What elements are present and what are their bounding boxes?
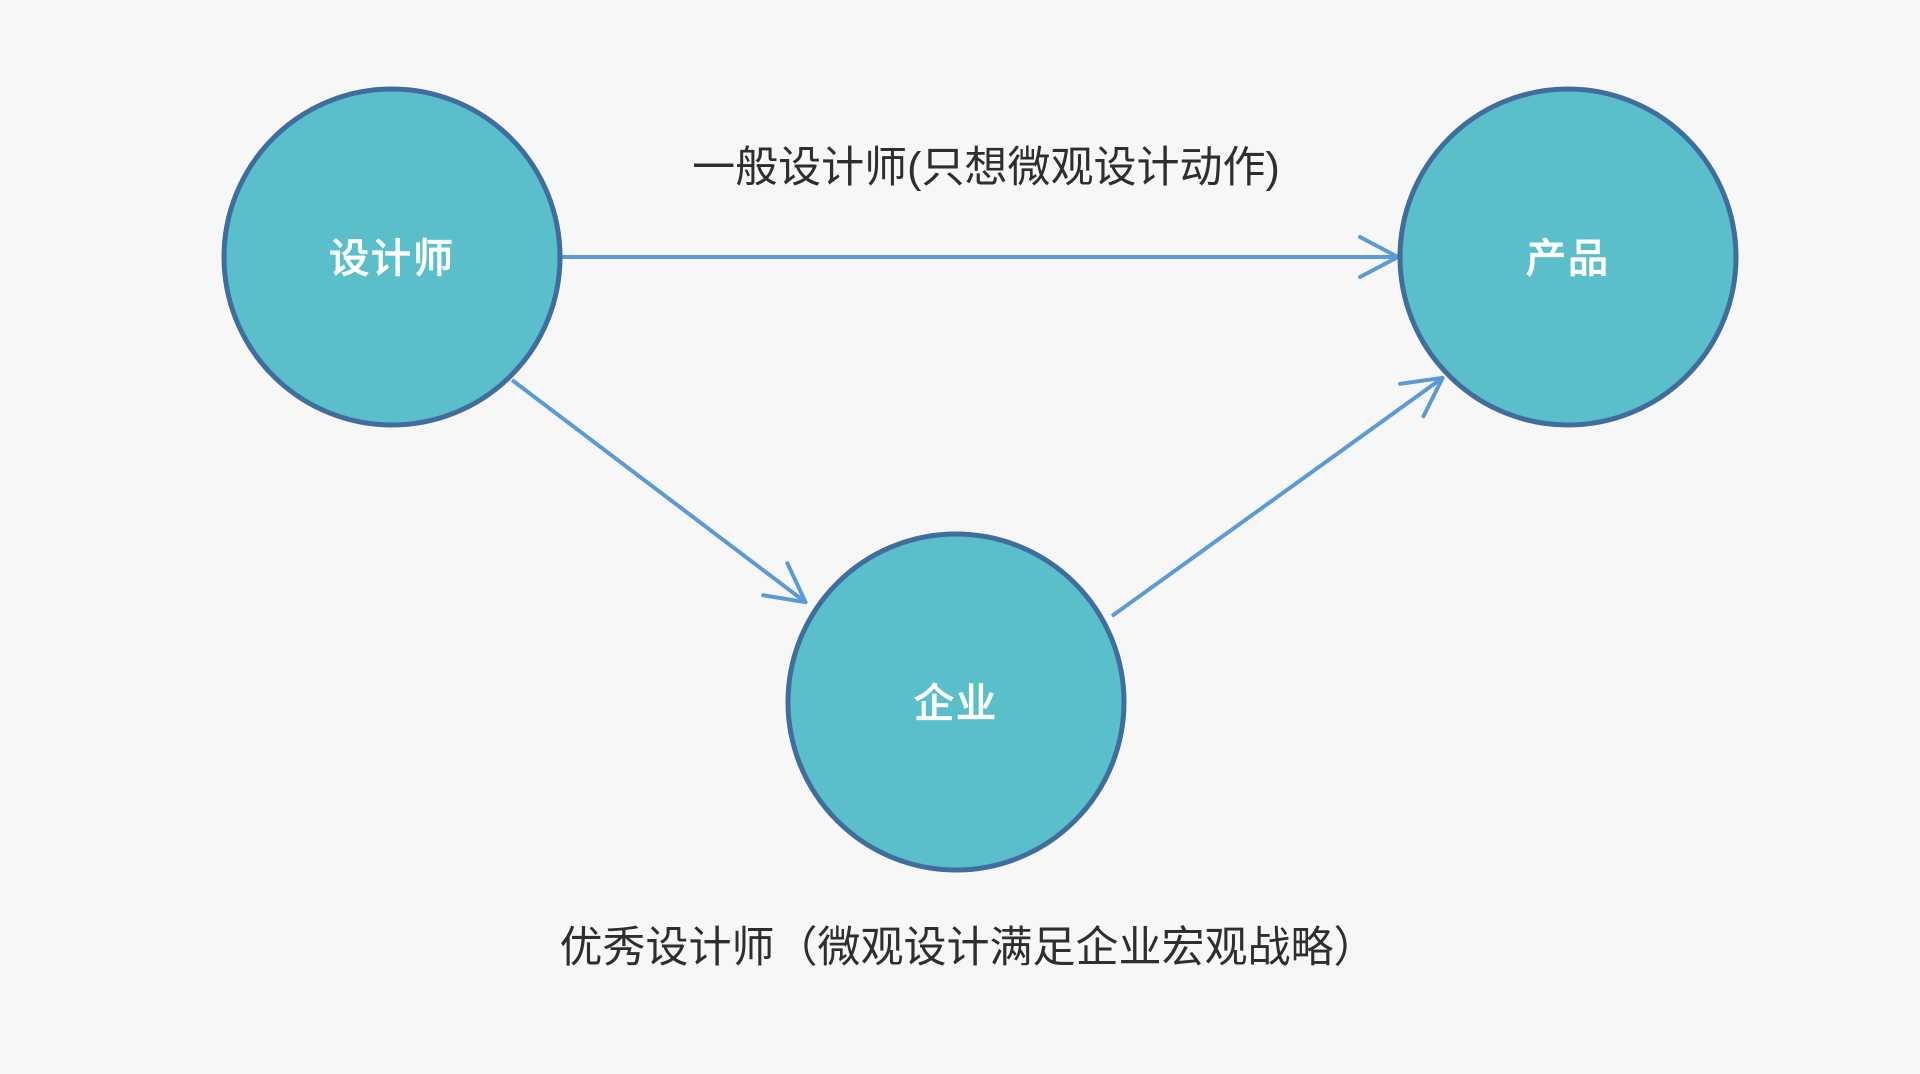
product-node: [1397, 86, 1739, 428]
enterprise-node: [785, 531, 1127, 873]
product-node-label: 产品: [1526, 237, 1610, 281]
edge-enterprise-to-product: [1110, 375, 1445, 618]
enterprise-node-label: 企业: [914, 681, 998, 726]
designer-node-label: 设计师: [329, 237, 455, 281]
edge-designer-to-enterprise: [510, 378, 808, 605]
edge-label-designer-via-enterprise: 优秀设计师（微观设计满足企业宏观战略）: [560, 924, 1377, 972]
edge-label-designer-to-product: 一般设计师(只想微观设计动作): [692, 144, 1280, 192]
designer-node: [221, 86, 563, 428]
